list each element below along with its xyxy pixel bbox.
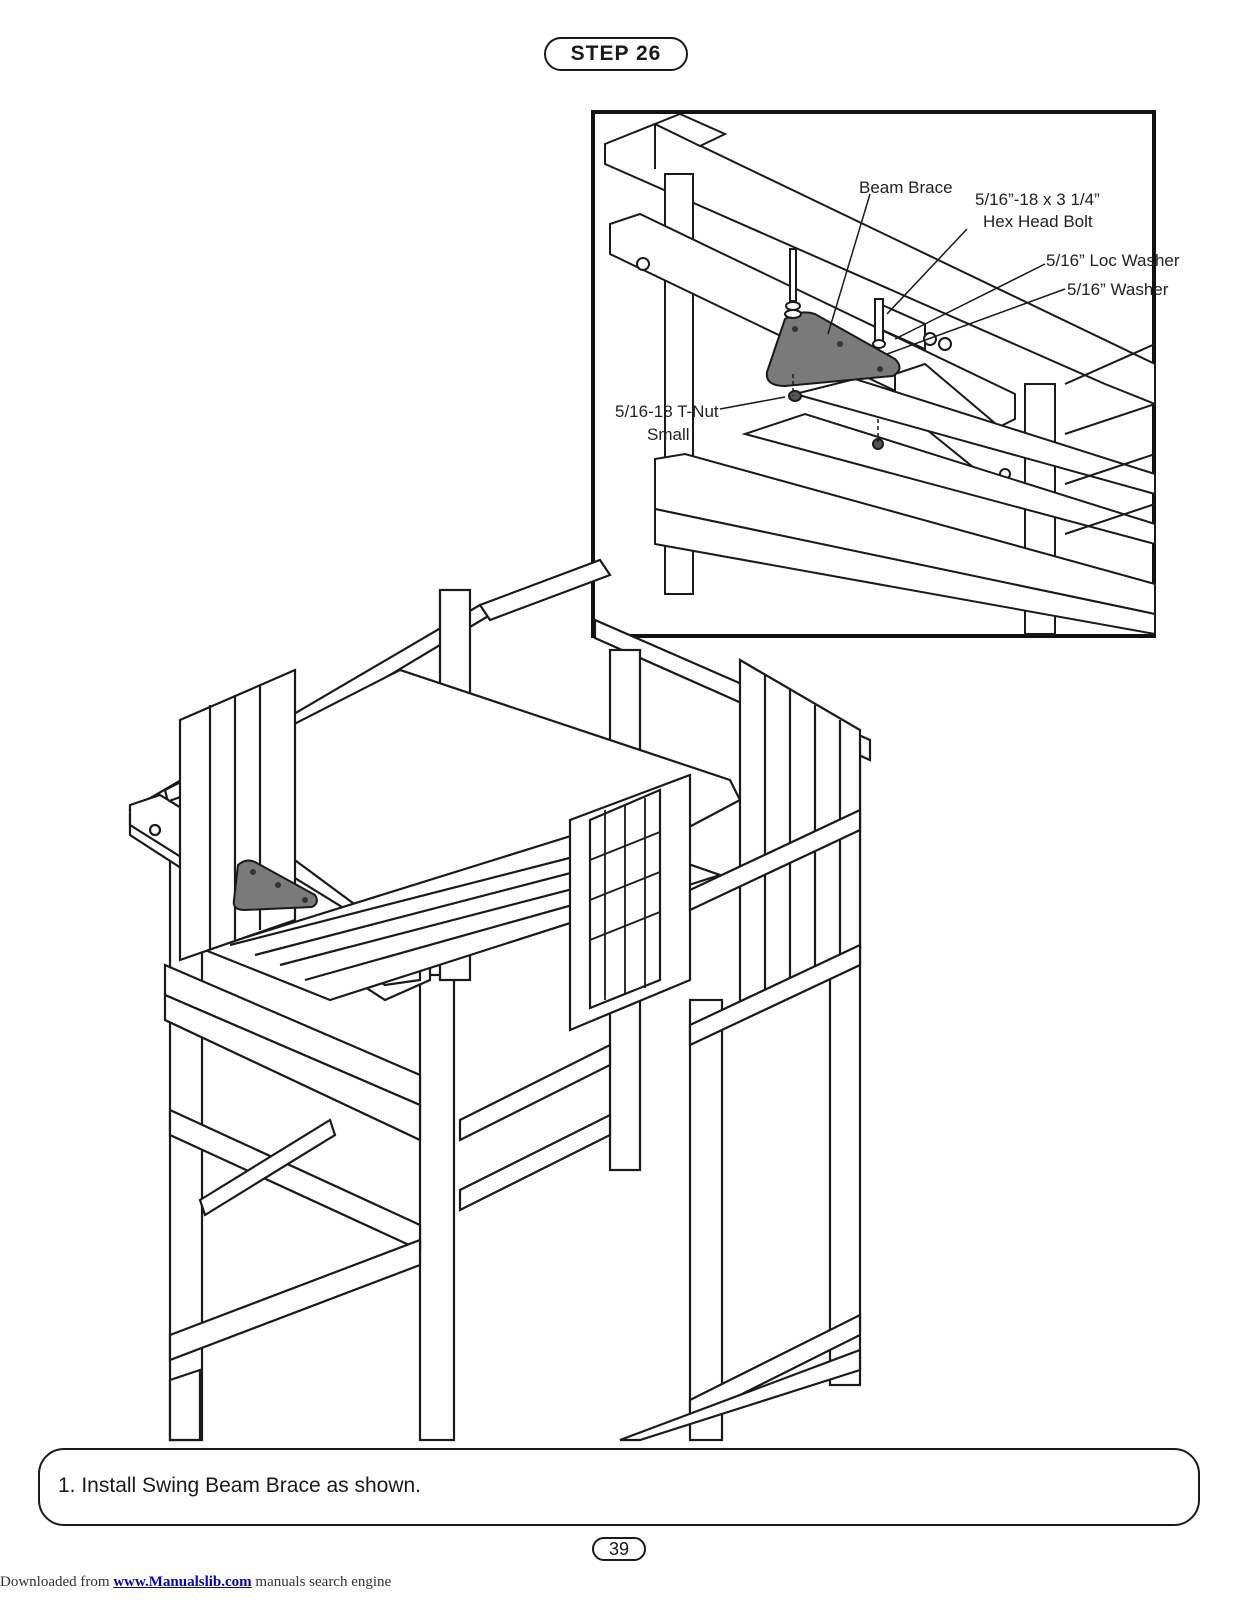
instruction-box: 1. Install Swing Beam Brace as shown. [38, 1448, 1200, 1526]
label-washer: 5/16” Washer [1067, 280, 1169, 299]
label-tnut-line2: Small [647, 425, 690, 444]
footer-suffix: manuals search engine [251, 1574, 392, 1590]
label-loc-washer: 5/16” Loc Washer [1046, 251, 1180, 270]
page-number: 39 [592, 1537, 646, 1561]
label-tnut-line1: 5/16-18 T-Nut [615, 402, 719, 421]
label-bolt-line1: 5/16”-18 x 3 1/4” [975, 190, 1100, 209]
instruction-step-1: 1. Install Swing Beam Brace as shown. [58, 1474, 422, 1497]
step-title: STEP 26 [544, 37, 688, 71]
main-assembly-drawing [128, 558, 872, 1442]
detail-drawing [604, 112, 1156, 636]
footer-prefix: Downloaded from [0, 1574, 114, 1590]
footer: Downloaded from www.Manualslib.com manua… [0, 1574, 391, 1591]
label-beam-brace: Beam Brace [859, 178, 953, 197]
manualslib-link[interactable]: www.Manualslib.com [113, 1574, 252, 1590]
beam-brace-plate [765, 311, 901, 388]
label-bolt-line2: Hex Head Bolt [983, 212, 1093, 231]
detail-inset: Beam Brace 5/16”-18 x 3 1/4” Hex Head Bo… [591, 110, 1180, 638]
